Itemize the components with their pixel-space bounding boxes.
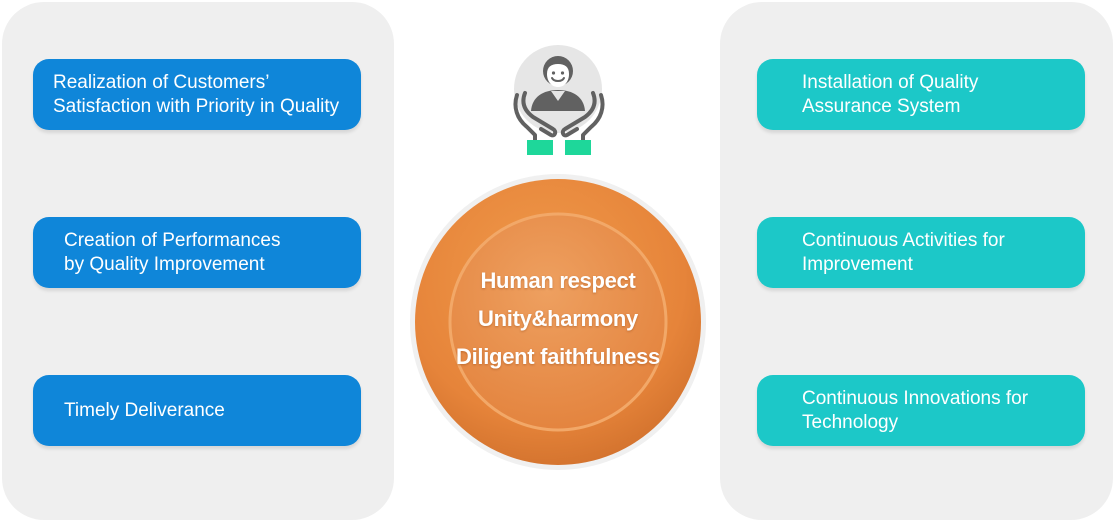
right-item-line: Assurance System (802, 95, 961, 117)
right-item-continuous-activities: Continuous Activities for Improvement (757, 217, 1085, 288)
right-item-quality-assurance: Installation of Quality Assurance System (757, 59, 1085, 130)
left-item-line: Timely Deliverance (64, 399, 225, 421)
core-value-line: Human respect (480, 268, 636, 293)
core-value-line: Unity&harmony (478, 306, 638, 331)
left-item-timely-deliverance: Timely Deliverance (33, 375, 361, 446)
left-item-line: by Quality Improvement (64, 253, 265, 275)
core-values-text: Human respect Unity&harmony Diligent fai… (408, 262, 708, 376)
right-item-line: Installation of Quality (802, 71, 979, 93)
left-item-line: Satisfaction with Priority in Quality (53, 95, 340, 117)
person-with-caring-hands-icon (513, 45, 605, 155)
right-item-continuous-innovations: Continuous Innovations for Technology (757, 375, 1085, 446)
right-item-line: Continuous Innovations for (802, 387, 1029, 409)
left-item-performance-creation: Creation of Performances by Quality Impr… (33, 217, 361, 288)
left-item-line: Creation of Performances (64, 229, 281, 251)
right-item-line: Technology (802, 411, 899, 433)
left-item-line: Realization of Customers’ (53, 71, 270, 93)
right-item-line: Improvement (802, 253, 913, 275)
right-item-line: Continuous Activities for (802, 229, 1005, 251)
core-values-circle (410, 174, 706, 470)
left-item-customer-satisfaction: Realization of Customers’ Satisfaction w… (33, 59, 361, 130)
core-value-line: Diligent faithfulness (456, 344, 660, 369)
